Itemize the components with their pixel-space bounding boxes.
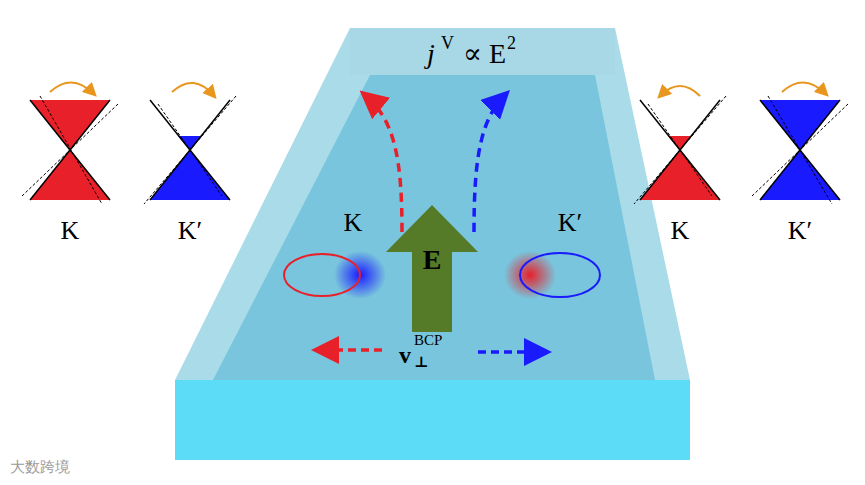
valley-label: K [671,218,690,244]
valley-label: K′ [178,218,202,244]
current-symbol: j [427,40,435,68]
valley-label: K′ [788,218,812,244]
watermark: 大数跨境 [10,460,70,475]
current-superscript: V [441,34,454,52]
current-relation: ∝ E [463,40,506,68]
velocity-superscript: BCP [414,333,442,348]
valley-label: K′ [558,210,582,236]
valley-label: K [61,218,80,244]
valley-label: K [344,210,363,236]
current-exponent: 2 [507,34,516,52]
velocity-symbol: v [399,343,411,367]
field-label: E [423,246,442,274]
velocity-subscript: ⊥ [414,355,428,370]
